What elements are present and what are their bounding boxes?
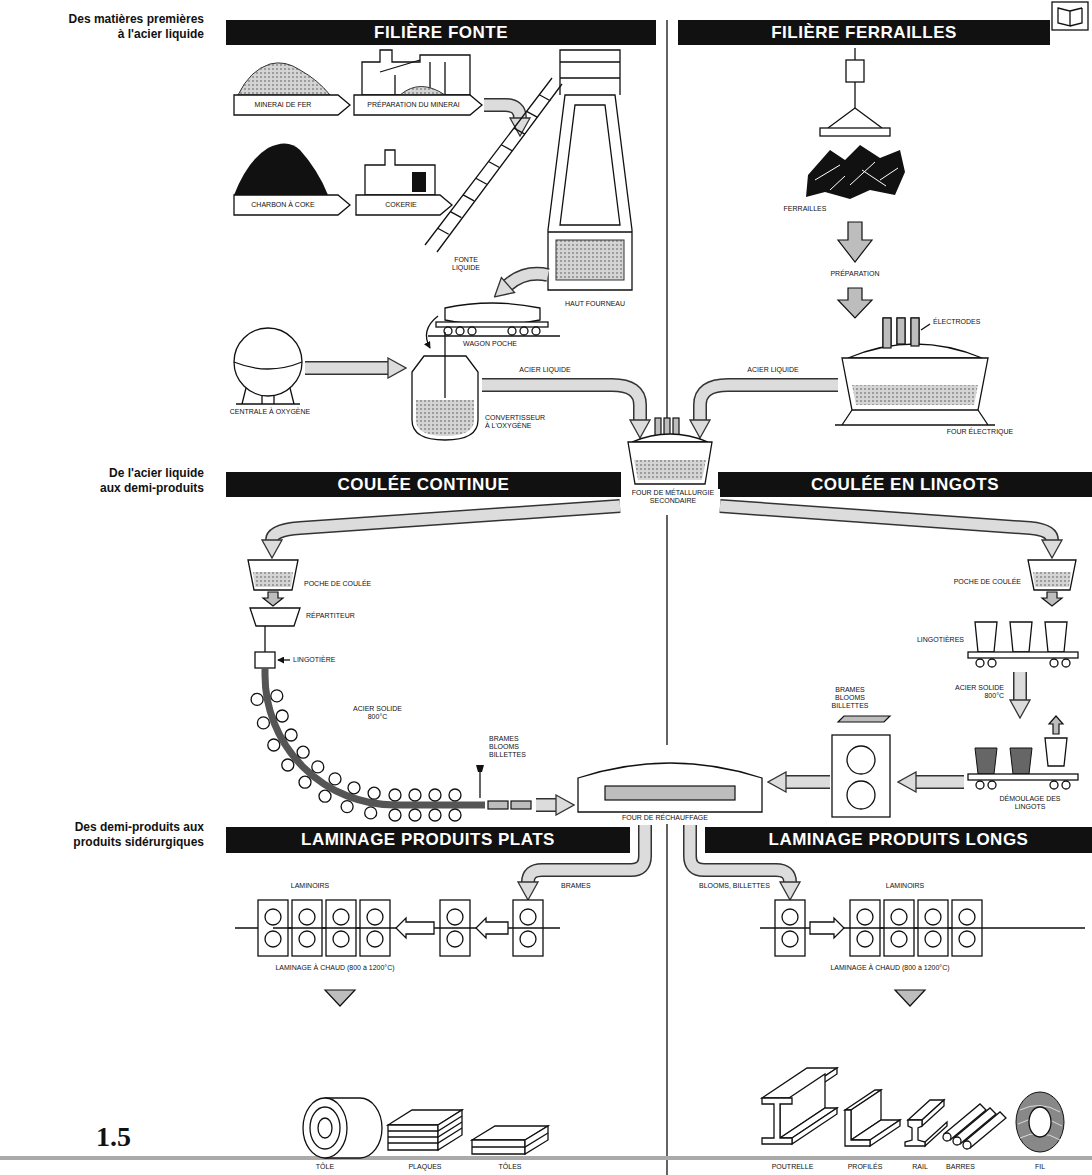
process-label: ACIER LIQUIDE (738, 366, 808, 374)
row-heading: Des matières premières à l'acier liquide (65, 12, 205, 42)
process-label: ACIER SOLIDE 800°C (935, 684, 1005, 700)
scrap-route (700, 48, 995, 425)
section-title: LAMINAGE PRODUITS PLATS (301, 830, 555, 850)
frame-lines (0, 20, 1092, 1175)
process-label: PROFILÉS (840, 1163, 890, 1171)
process-label: ÉLECTRODES (932, 318, 990, 326)
process-label: FOUR DE RÉCHAUFFAGE (590, 814, 740, 822)
process-label: RAIL (905, 1163, 935, 1171)
section-title: FILIÈRE FERRAILLES (771, 23, 957, 43)
process-label: FOUR DE MÉTALLURGIE SECONDAIRE (626, 489, 720, 505)
section-band: LAMINAGE PRODUITS LONGS (705, 827, 1092, 853)
section-band: COULÉE CONTINUE (226, 472, 621, 497)
process-label: LAMINOIRS (280, 882, 340, 890)
reheating-furnace (578, 763, 762, 812)
section-title: FILIÈRE FONTE (374, 23, 508, 43)
section-band: LAMINAGE PRODUITS PLATS (226, 827, 630, 853)
process-label: ACIER SOLIDE 800°C (350, 705, 405, 721)
figure-number: 1.5 (95, 1122, 155, 1153)
process-label: BRAMES BLOOMS BILLETTES (488, 735, 538, 759)
row-heading: Des demi-produits aux produits sidérurgi… (49, 820, 205, 850)
blast-furnace-route (234, 50, 640, 440)
section-band: FILIÈRE FERRAILLES (678, 20, 1050, 45)
process-label: LAMINAGE À CHAUD (800 à 1200°C) (800, 964, 980, 972)
section-title: COULÉE EN LINGOTS (811, 475, 999, 495)
process-label: BARRES (938, 1163, 983, 1171)
section-title: COULÉE CONTINUE (338, 475, 510, 495)
process-label: ACIER LIQUIDE (510, 366, 580, 374)
process-label: RÉPARTITEUR (305, 612, 365, 620)
process-label: LINGOTIÈRE (292, 656, 352, 664)
section-band: COULÉE EN LINGOTS (718, 472, 1092, 497)
process-label: LAMINOIRS (870, 882, 940, 890)
process-label: COKERIE (362, 201, 440, 209)
book-icon (1052, 2, 1088, 30)
flat-products (303, 1098, 548, 1158)
process-label: FONTE LIQUIDE (446, 256, 486, 272)
row-heading: De l'acier liquide aux demi-produits (95, 466, 205, 496)
continuous-caster (248, 560, 556, 821)
process-label: CENTRALE À OXYGÈNE (225, 408, 315, 416)
process-label: PRÉPARATION (825, 270, 885, 278)
process-label: FIL (1025, 1163, 1055, 1171)
section-title: LAMINAGE PRODUITS LONGS (769, 830, 1029, 850)
process-label: TÔLES (480, 1163, 540, 1171)
process-label: BRAMES BLOOMS BILLETTES (820, 686, 880, 710)
section-band: FILIÈRE FONTE (226, 20, 656, 45)
process-label: POCHE DE COULÉE (942, 578, 1022, 586)
process-label: DÉMOULAGE DES LINGOTS (985, 795, 1075, 811)
process-label: LAMINAGE À CHAUD (800 à 1200°C) (245, 964, 425, 972)
process-label: BRAMES (560, 882, 605, 890)
long-products (762, 1068, 1064, 1152)
process-label: CHARBON À COKE (238, 201, 328, 209)
process-label: CONVERTISSEUR À L'OXYGÈNE (484, 414, 544, 430)
process-label: WAGON POCHE (455, 340, 525, 348)
secondary-metallurgy-furnace (272, 418, 1052, 540)
process-label: TÔLE (300, 1163, 350, 1171)
process-label: BLOOMS, BILLETTES (698, 882, 772, 890)
ingot-casting (786, 560, 1078, 817)
process-label: PLAQUES (395, 1163, 455, 1171)
process-label: FOUR ÉLECTRIQUE (940, 428, 1020, 436)
process-label: POCHE DE COULÉE (303, 580, 383, 588)
process-label: FERRAILLES (780, 205, 830, 213)
process-label: POUTRELLE (765, 1163, 820, 1171)
process-label: PRÉPARATION DU MINERAI (356, 101, 471, 109)
process-label: MINERAI DE FER (238, 101, 328, 109)
process-label: LINGOTIÈRES (900, 636, 965, 644)
process-label: HAUT FOURNEAU (555, 300, 635, 308)
